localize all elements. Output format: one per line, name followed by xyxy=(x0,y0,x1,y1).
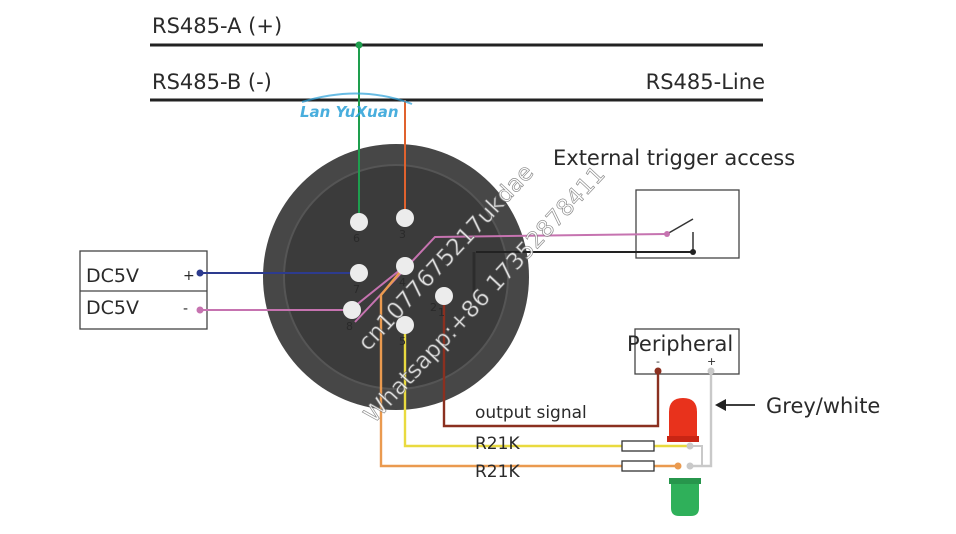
peripheral-plus-sign: + xyxy=(707,355,716,368)
red-led-terminal xyxy=(686,442,694,450)
peripheral-label: Peripheral xyxy=(627,332,733,356)
power-negative-terminal xyxy=(196,306,204,314)
power-box xyxy=(79,250,208,330)
trigger-switch-lever xyxy=(666,218,694,235)
power-negative-label: DC5V xyxy=(86,297,139,319)
resistor-1-label: R21K xyxy=(475,434,520,454)
pin-4: 4 xyxy=(396,257,414,289)
grey-wire xyxy=(690,371,713,468)
pin-3: 3 xyxy=(396,209,414,241)
grey-junction xyxy=(686,462,694,470)
bus-a-junction xyxy=(355,41,363,49)
orange-wire xyxy=(379,265,678,468)
brand-swoosh xyxy=(301,92,413,105)
trigger-label: External trigger access xyxy=(553,146,795,170)
pin-8-label: 8 xyxy=(346,320,353,333)
grey-white-label: Grey/white xyxy=(766,394,880,418)
pin-1: 1 xyxy=(435,287,453,319)
pin-7: 7 xyxy=(350,264,368,296)
trigger-box xyxy=(635,189,740,259)
grey-white-arrow-head xyxy=(715,399,726,411)
trigger-terminal-black xyxy=(690,249,696,255)
resistor-2 xyxy=(621,460,655,472)
peripheral-minus-sign: - xyxy=(656,355,660,368)
rs485-b-label: RS485-B (-) xyxy=(152,70,272,94)
brand-watermark: Lan YuXuan xyxy=(300,103,399,121)
rs485-line-label: RS485-Line xyxy=(646,70,765,94)
pin-8: 8 xyxy=(343,301,361,333)
green-led xyxy=(669,478,701,516)
resistor-2-label: R21K xyxy=(475,462,520,482)
grey-wire-led xyxy=(690,445,703,466)
power-positive-sign: + xyxy=(183,268,195,284)
yellow-wire xyxy=(403,327,690,448)
pin-6-label: 6 xyxy=(353,232,360,245)
power-negative-sign: - xyxy=(183,301,188,317)
pin-7-label: 7 xyxy=(353,283,360,296)
peripheral-minus-terminal xyxy=(654,367,662,375)
resistor-1 xyxy=(621,440,655,452)
pin-6: 6 xyxy=(350,213,368,245)
pin-2-label: 2 xyxy=(430,301,437,314)
rs485-a-label: RS485-A (+) xyxy=(152,14,282,38)
peripheral-plus-terminal xyxy=(707,367,715,375)
pin-5-label: 5 xyxy=(399,335,406,348)
pin-1-label: 1 xyxy=(438,306,445,319)
peripheral-box xyxy=(634,328,740,375)
trigger-terminal-pink xyxy=(664,231,670,237)
power-positive-label: DC5V xyxy=(86,265,139,287)
pin-4-label: 4 xyxy=(399,276,406,289)
dark-red-wire xyxy=(442,296,660,428)
pin-3-label: 3 xyxy=(399,228,406,241)
output-signal-label: output signal xyxy=(475,403,587,423)
pin-5: 5 xyxy=(396,316,414,348)
power-positive-terminal xyxy=(196,269,204,277)
red-led xyxy=(667,398,699,442)
green-led-terminal xyxy=(674,462,682,470)
